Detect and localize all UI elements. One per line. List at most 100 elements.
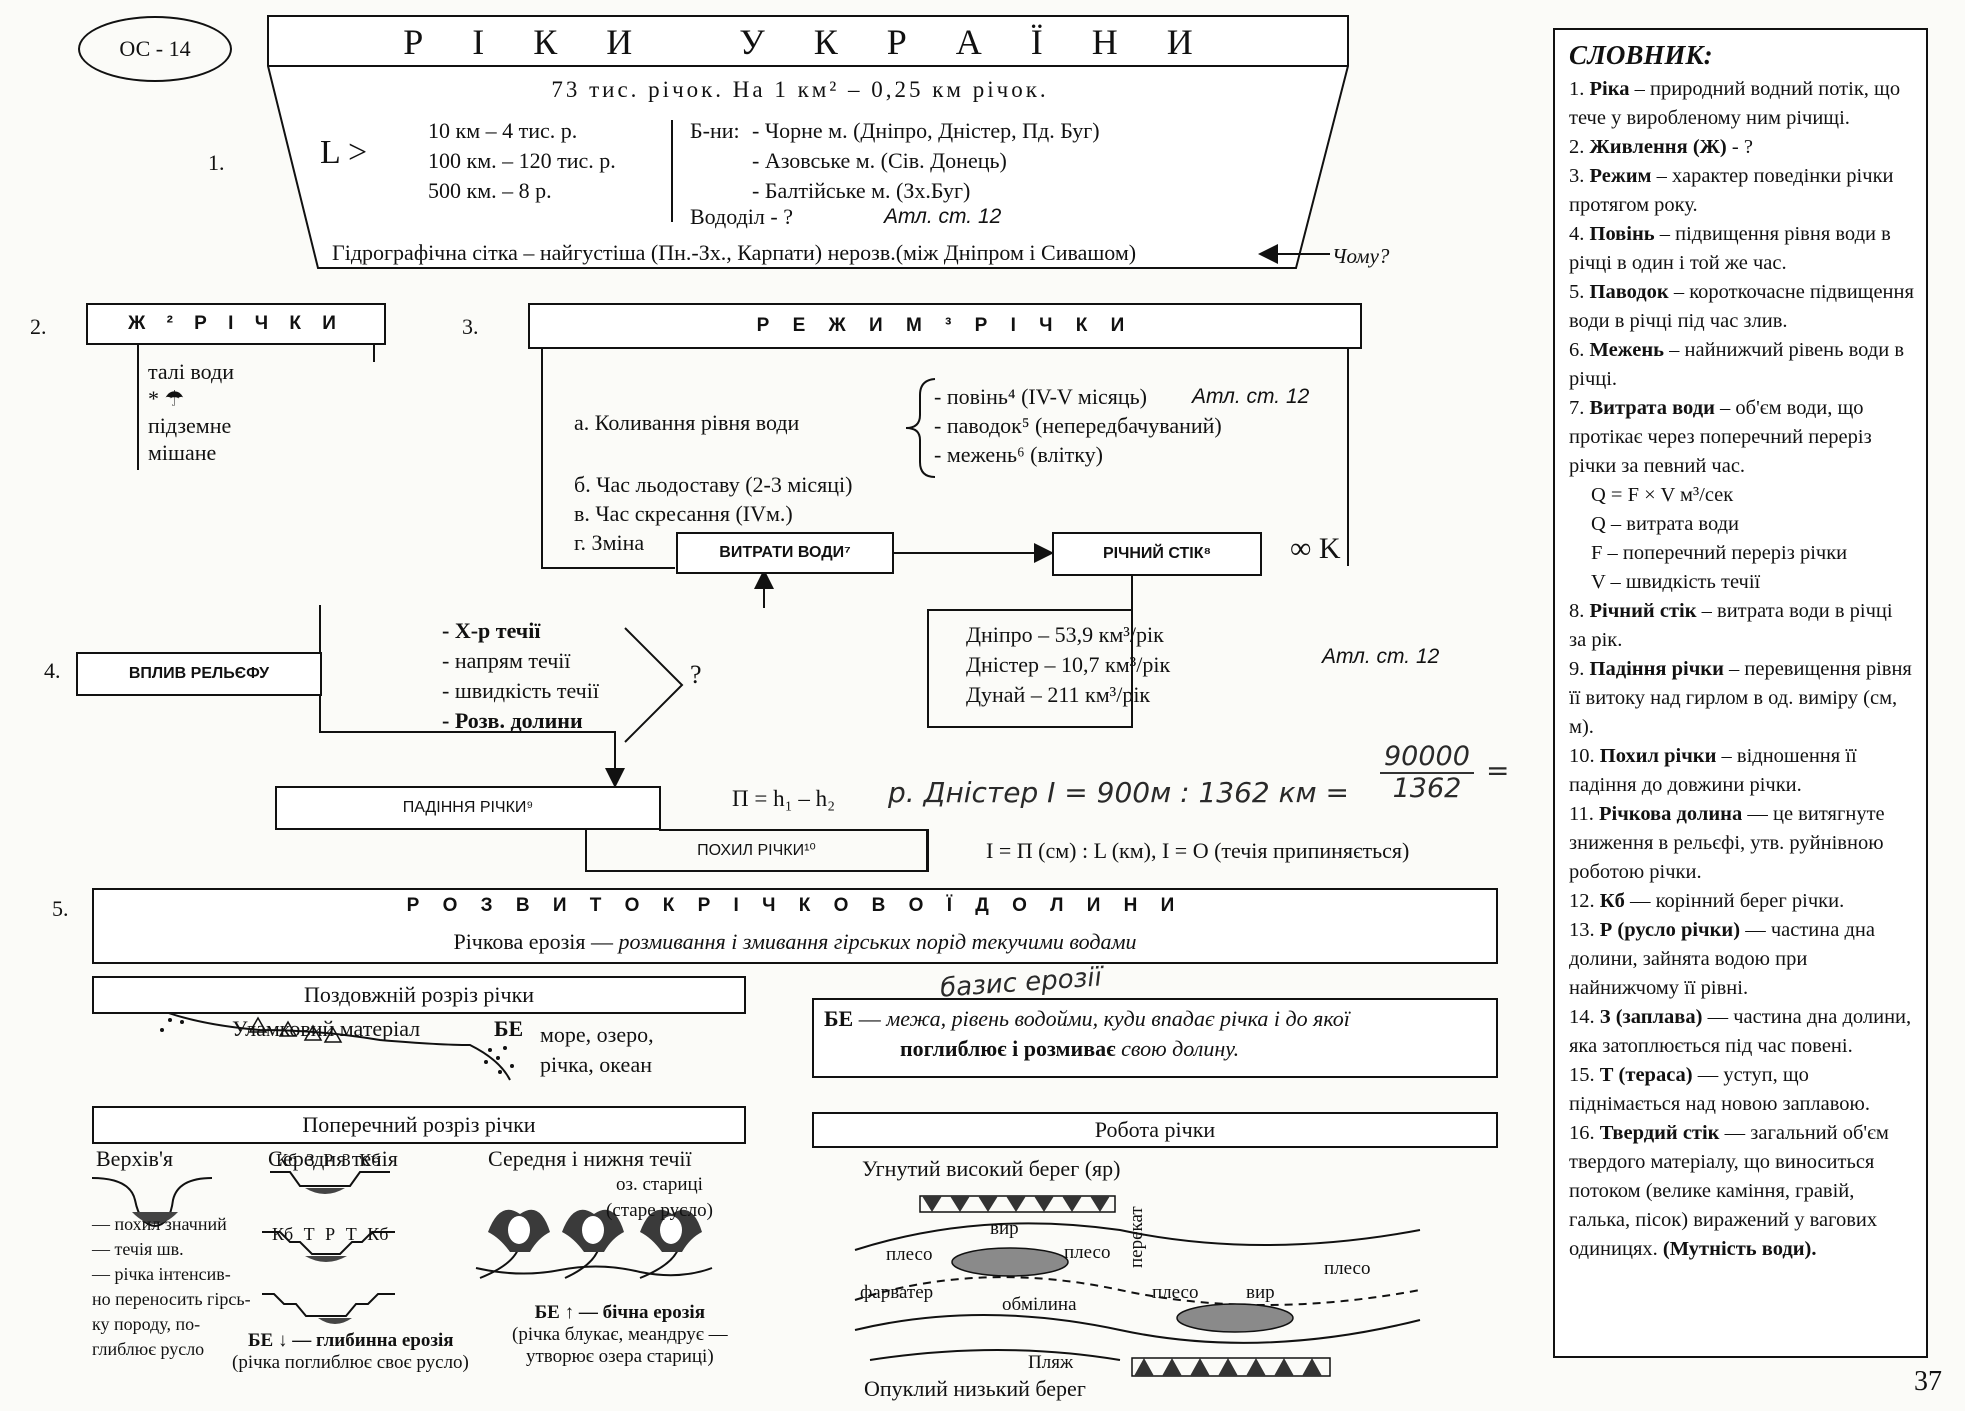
side-erosion-note: утворює озера стариці) (525, 1346, 714, 1367)
glossary-entry: 16. Твердий стік — загальний об'єм тверд… (1569, 1119, 1914, 1264)
be-term: БЕ (824, 1006, 854, 1031)
handwritten-calc: р. Дністер І = 900м : 1362 км = (888, 776, 1350, 809)
river-slope-label: ПОХИЛ РІЧКИ¹⁰ (697, 842, 816, 859)
regime-v: в. Час скресання (IVм.) (574, 501, 793, 526)
entry-term: Режим (1589, 165, 1652, 187)
regime-b: б. Час льодоставу (2-3 місяці) (574, 472, 853, 497)
glossary-entry: 5. Паводок – короткочасне підвищення вод… (1569, 278, 1914, 336)
erosion-row: Річкова ерозія — розмивання і змивання г… (92, 922, 1498, 964)
river-slope-box: ПОХИЛ РІЧКИ¹⁰ (585, 830, 928, 872)
glossary-entry: 10. Похил річки – відношення її падіння … (1569, 742, 1914, 800)
work-label-beach: Пляж (1028, 1352, 1074, 1373)
valley-label: Т (303, 1224, 315, 1244)
length-item: 100 км. – 120 тис. р. (428, 148, 616, 173)
valley-label: З (341, 1150, 351, 1170)
basins-label: Б-ни: (690, 118, 740, 143)
basins-list: - Чорне м. (Дніпро, Дністер, Пд. Буг) - … (752, 116, 1100, 206)
glossary-entry: 14. З (заплава) — частина дна долини, як… (1569, 1003, 1914, 1061)
glossary-entry: 9. Падіння річки – перевищення рівня її … (1569, 655, 1914, 742)
level-list: - повінь⁴ (IV-V місяць) - паводок⁵ (непе… (934, 382, 1222, 469)
valley-label: Кб (276, 1150, 298, 1170)
nutrition-item: * ☂ (148, 386, 185, 411)
entry-def: — частина дна долини, зайнята водою при … (1569, 919, 1875, 999)
length-list: 10 км – 4 тис. р. 100 км. – 120 тис. р. … (428, 116, 616, 206)
entry-def: – перевищення рівня її витоку над гирлом… (1569, 658, 1912, 738)
middle-course-label: Середня течія (268, 1146, 398, 1171)
river-stats: 73 тис. річок. На 1 км² – 0,25 км річок. (300, 70, 1300, 110)
glossary-entry: 7. Витрата води – об'єм води, що протіка… (1569, 394, 1914, 481)
watershed: Вододіл - ? (690, 204, 793, 229)
entry-term: Витрата води (1589, 397, 1715, 419)
entry-def: — частина дна долини, яка затоплюється п… (1569, 1006, 1912, 1057)
runoff-item: Дністер – 10,7 км³/рік (966, 652, 1171, 677)
page-number: 37 (1914, 1366, 1942, 1397)
fraction-numerator: 90000 (1380, 742, 1474, 774)
slope-formula: І = П (см) : L (км), І = О (течія припин… (986, 838, 1410, 863)
valley-dev-title: Р О З В И Т О К Р І Ч К О В О Ї Д О Л И … (92, 888, 1498, 924)
glossary-entry: 8. Річний стік – витрата води в річці за… (1569, 597, 1914, 655)
nutrition-item: талі води (148, 359, 235, 384)
entry-def: — корінний берег річки. (1624, 890, 1845, 912)
nutrition-item: підземне (148, 413, 232, 438)
debris-label: Уламковий матеріал (232, 1016, 421, 1041)
glossary-entry: 13. Р (русло річки) — частина дна долини… (1569, 916, 1914, 1003)
entry-num: 9. (1569, 658, 1590, 680)
work-label-shoal: обмілина (1002, 1294, 1077, 1315)
glossary-entry: 15. Т (тераса) — уступ, що піднімається … (1569, 1061, 1914, 1119)
entry-term: Кб (1599, 890, 1625, 912)
handwritten-fraction: 90000 1362 (1380, 742, 1474, 804)
valley-label: Р (325, 1224, 336, 1244)
side-erosion-label: БЕ ↑ — бічна ерозія (534, 1302, 705, 1323)
river-work-box: Робота річки (812, 1112, 1498, 1148)
relief-influence-box: ВПЛИВ РЕЛЬЄФУ (76, 652, 322, 696)
be-targets: море, озеро, річка, океан (540, 1020, 654, 1080)
regime-title: Р Е Ж И М ³ Р І Ч К И (528, 303, 1362, 349)
work-label-pool4: плесо (1324, 1258, 1371, 1279)
fall-formula: П = h₁ – h₂ (732, 786, 836, 811)
side-erosion-note: (річка блукає, меандрує — (512, 1324, 728, 1345)
section-4-number: 4. (44, 658, 61, 683)
relief-influence-label: ВПЛИВ РЕЛЬЄФУ (128, 665, 270, 682)
annual-runoff-box: РІЧНИЙ СТІК⁸ (1052, 532, 1262, 576)
formula-line: V – швидкість течії (1591, 571, 1761, 593)
nutrition-list: талі води * ☂ підземне мішане (148, 358, 234, 466)
upper-note: но переносить гірсь- (92, 1289, 251, 1309)
why-note: Чому? (1332, 244, 1390, 268)
valley-label: З (305, 1150, 315, 1170)
length-sign: L > (320, 134, 368, 171)
side-erosion: БЕ ↑ — бічна ерозія (річка блукає, меанд… (512, 1302, 728, 1368)
water-flow-label: ВИТРАТИ ВОДИ⁷ (719, 544, 851, 561)
entry-num: 3. (1569, 165, 1590, 187)
deep-erosion: БЕ ↓ — глибинна ерозія (річка поглиблює … (232, 1330, 469, 1374)
entry-def: – підвищення рівня води в річці в один і… (1569, 223, 1891, 274)
middle-lower-label: Середня і нижня течії (488, 1146, 692, 1171)
section-1-number: 1. (208, 150, 225, 175)
level-item: - повінь⁴ (IV-V місяць) (934, 384, 1147, 409)
entry-term: Межень (1589, 339, 1665, 361)
entry-num: 12. (1569, 890, 1600, 912)
entry-num: 2. (1569, 136, 1590, 158)
entry-def: — уступ, що піднімається над новою запла… (1569, 1064, 1870, 1115)
entry-def: – короткочасне підвищення води в річці п… (1569, 281, 1914, 332)
be-target: річка, океан (540, 1052, 653, 1077)
entry-num: 14. (1569, 1006, 1600, 1028)
entry-num: 1. (1569, 78, 1590, 100)
glossary-entry: 3. Режим – характер поведінки річки прот… (1569, 162, 1914, 220)
entry-term: Ріка (1589, 78, 1630, 100)
valley-label: Т (345, 1224, 357, 1244)
river-fall-label: ПАДІННЯ РІЧКИ⁹ (402, 799, 534, 816)
valley-label: Кб (367, 1224, 389, 1244)
work-label-pool1: плесо (886, 1244, 933, 1265)
section-2-number: 2. (30, 314, 47, 339)
oxbow-line: оз. старицi (615, 1174, 703, 1195)
entry-num: 16. (1569, 1122, 1600, 1144)
infinity-k: ∞ K (1290, 532, 1341, 565)
entry-def: – витрата води в річці за рік. (1569, 600, 1893, 651)
work-label-pool2: плесо (1064, 1242, 1111, 1263)
formula-line: F – поперечний переріз річки (1591, 542, 1848, 564)
cross-section-label: Поперечний розріз річки (302, 1112, 536, 1137)
regime-bvg: б. Час льодоставу (2-3 місяці) в. Час ск… (574, 470, 852, 557)
convex-bank-label: Опуклий низький берег (864, 1376, 1086, 1401)
be-definition-box: БЕ — межа, рівень водойми, куди впадає р… (812, 998, 1498, 1078)
entry-num: 13. (1569, 919, 1600, 941)
